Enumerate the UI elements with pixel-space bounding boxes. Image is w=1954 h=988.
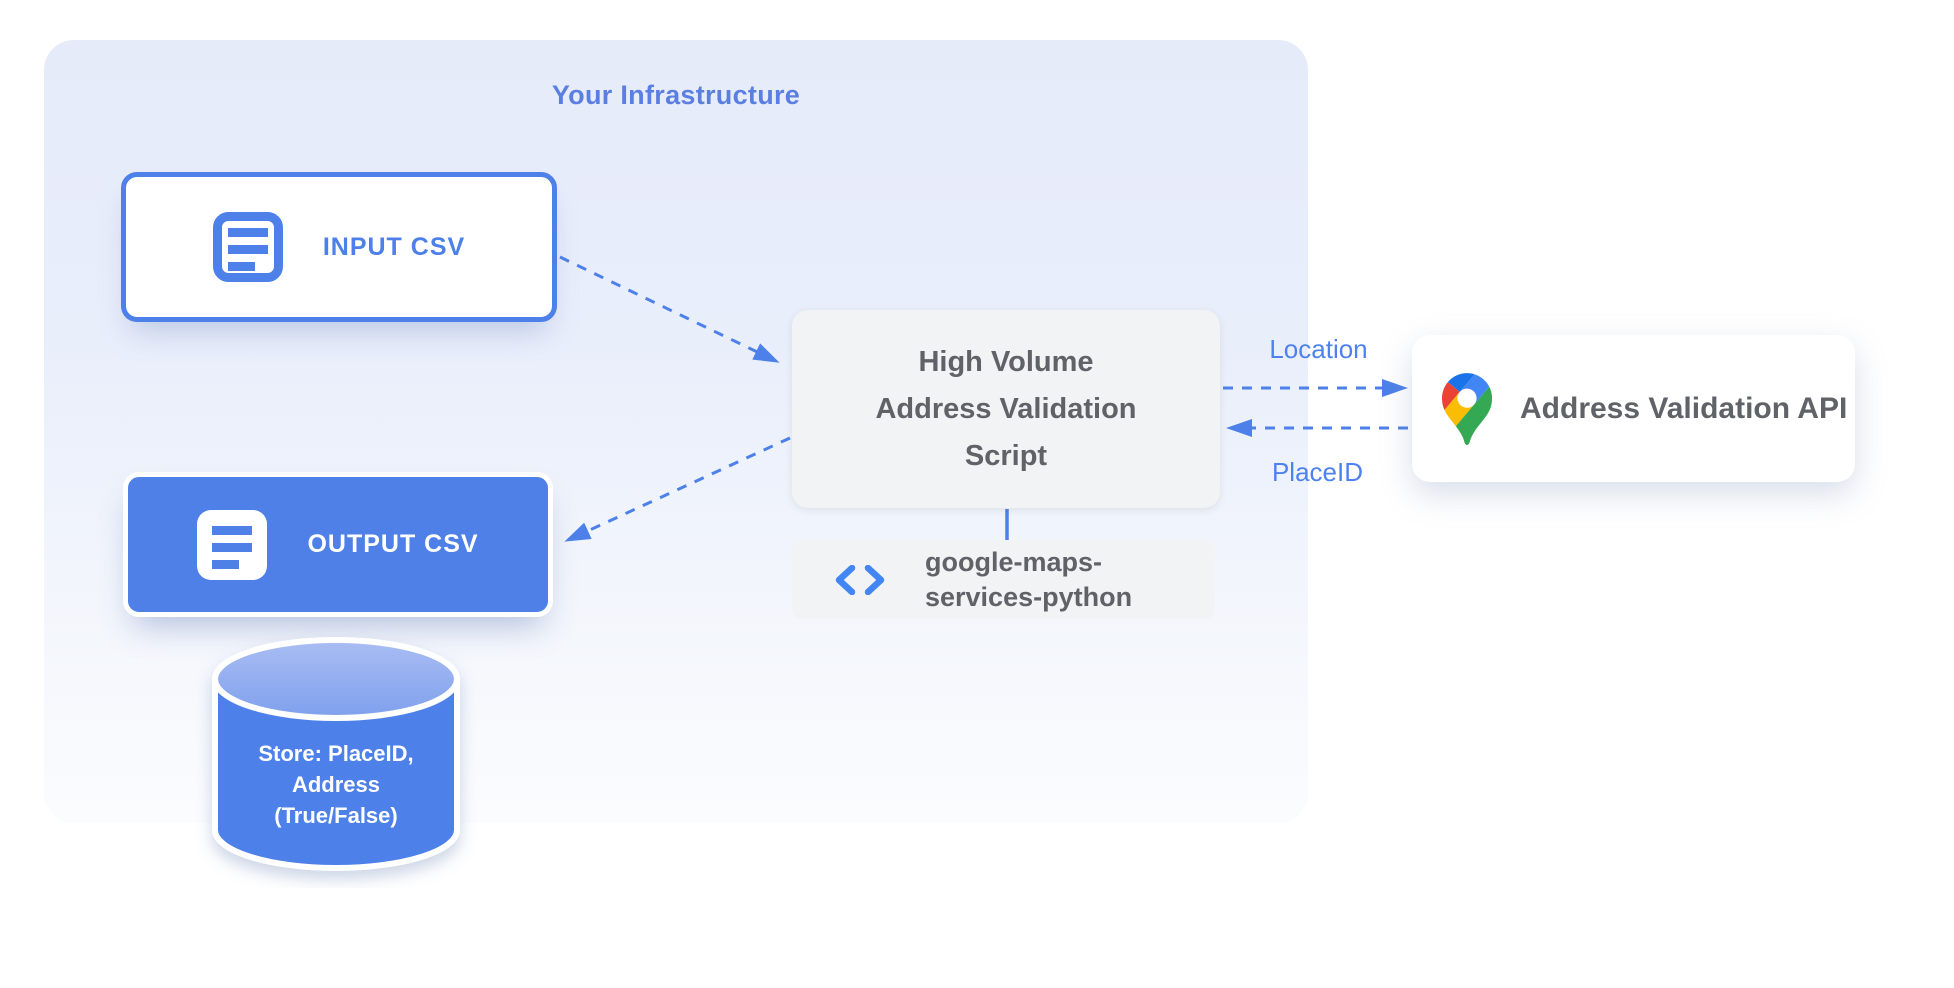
database-cylinder	[196, 622, 476, 888]
script-label-line: High Volume	[918, 345, 1094, 378]
csv-document-icon	[212, 212, 283, 282]
csv-document-icon	[197, 509, 268, 580]
datastore-label-line: Store: PlaceID,	[258, 741, 414, 766]
input-csv-node: INPUT CSV	[121, 172, 557, 322]
datastore-label-line: (True/False)	[274, 803, 398, 828]
api-node: Address Validation API	[1412, 335, 1855, 482]
code-icon	[835, 564, 885, 595]
datastore-label-line: Address	[291, 772, 381, 797]
library-label: google-maps- services-python	[925, 545, 1132, 615]
library-label-line: google-maps-	[925, 546, 1103, 577]
infrastructure-title: Your Infrastructure	[551, 80, 801, 110]
edge-label-placeid: PlaceID	[1271, 457, 1364, 487]
datastore-label: Store: PlaceID, Address (True/False)	[216, 738, 456, 831]
script-label-line: Script	[964, 439, 1048, 472]
output-csv-label: OUTPUT CSV	[307, 530, 479, 558]
google-maps-pin-icon	[1442, 372, 1492, 445]
input-csv-label: INPUT CSV	[322, 232, 466, 261]
script-label-line: Address Validation	[875, 392, 1137, 425]
library-label-line: services-python	[925, 581, 1133, 612]
library-node: google-maps- services-python	[792, 540, 1215, 619]
script-node: High Volume Address Validation Script	[792, 310, 1220, 508]
edge-label-location: Location	[1269, 334, 1368, 364]
api-label: Address Validation API	[1520, 391, 1848, 425]
output-csv-node: OUTPUT CSV	[123, 472, 553, 617]
